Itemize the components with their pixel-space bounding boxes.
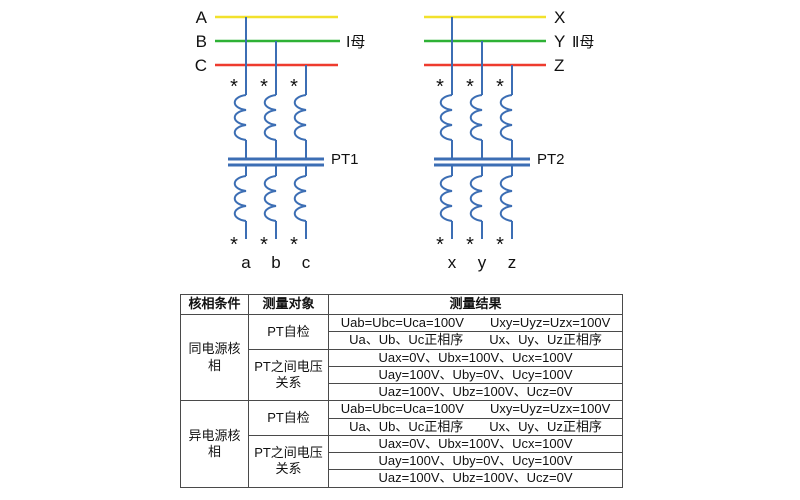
polarity-mark: * [496,234,504,256]
table-row: Uaz=100V、Ubz=100V、Ucz=0V [181,382,623,402]
pt1-label: PT1 [331,151,359,168]
table-row: Ua、Ub、Uc正相序 Ux、Uy、Uz正相序 [181,417,623,436]
table-row: PT之间电压关系 Uax=0V、Ubx=100V、Ucx=100V [181,348,623,402]
terminal-a-label: a [241,253,251,272]
primary-winding-coil [233,94,247,141]
object-cell: PT自检 [248,314,329,350]
result-cell: Uaz=100V、Ubz=100V、Ucz=0V [328,382,623,402]
primary-winding-coil [469,94,483,141]
phase-z-label: Z [554,56,564,75]
terminal-x-label: x [448,253,457,272]
result-cell: Ua、Ub、Uc正相序 Ux、Uy、Uz正相序 [328,417,623,436]
primary-winding-coil [293,94,307,141]
primary-winding-coil [439,94,453,141]
pt1-circuit [228,17,324,239]
pt2-label: PT2 [537,151,565,168]
secondary-winding-coil [469,175,483,222]
pt2-circuit [434,17,530,239]
phase-y-label: Y [554,32,565,51]
result-cell: Ua、Ub、Uc正相序 Ux、Uy、Uz正相序 [328,331,623,350]
polarity-mark: * [496,76,504,98]
table-row: PT之间电压关系 Uax=0V、Ubx=100V、Ucx=100V [181,434,623,488]
condition-cell: 同电源核相 [180,313,249,402]
bus-i-diagram: A B C Ⅰ母 [195,8,366,272]
circuit-diagram: A B C Ⅰ母 [195,8,595,272]
bus-ii-label: Ⅱ母 [572,34,594,51]
object-cell: PT之间电压关系 [248,348,329,402]
terminal-y-label: y [478,253,487,272]
secondary-winding-coil [439,175,453,222]
table-row: 异电源核相 PT自检 Uab=Ubc=Uca=100V Uxy=Uyz=Uzx=… [180,400,623,488]
secondary-winding-coil [293,175,307,222]
phase-c-label: C [195,56,207,75]
header-condition: 核相条件 [180,294,249,315]
bus-i-label: Ⅰ母 [346,34,365,51]
primary-winding-coil [499,94,513,141]
condition-cell: 异电源核相 [180,400,249,488]
result-cell: Uay=100V、Uby=0V、Ucy=100V [328,451,623,471]
polarity-mark: * [260,234,268,256]
polarity-mark: * [230,76,238,98]
result-cell: Uab=Ubc=Uca=100V Uxy=Uyz=Uzx=100V [328,400,623,419]
result-cell: Uax=0V、Ubx=100V、Ucx=100V [328,348,623,367]
measurement-table: 核相条件 测量对象 测量结果 同电源核相 PT自检 Uab=Ubc=Uca=10… [180,294,623,488]
terminal-z-label: z [508,253,517,272]
polarity-mark: * [290,76,298,98]
table-row: Uay=100V、Uby=0V、Ucy=100V [181,451,623,471]
polarity-mark: * [436,76,444,98]
measurement-table-container: 核相条件 测量对象 测量结果 同电源核相 PT自检 Uab=Ubc=Uca=10… [180,294,623,488]
header-object: 测量对象 [248,294,329,315]
table-row: 同电源核相 PT自检 Uab=Ubc=Uca=100V Uxy=Uyz=Uzx=… [180,313,623,402]
secondary-winding-coil [263,175,277,222]
secondary-winding-coil [233,175,247,222]
polarity-mark: * [260,76,268,98]
polarity-mark: * [436,234,444,256]
result-cell: Uay=100V、Uby=0V、Ucy=100V [328,365,623,385]
table-row: Uaz=100V、Ubz=100V、Ucz=0V [181,469,623,488]
phase-b-label: B [196,32,207,51]
result-cell: Uaz=100V、Ubz=100V、Ucz=0V [328,469,623,488]
result-cell: Uax=0V、Ubx=100V、Ucx=100V [328,434,623,454]
bus-ii-diagram: X Y Z Ⅱ母 [424,8,594,272]
polarity-mark: * [466,76,474,98]
polarity-mark: * [230,234,238,256]
phase-x-label: X [554,8,565,27]
object-cell: PT自检 [248,400,329,436]
table-row: Uay=100V、Uby=0V、Ucy=100V [181,365,623,385]
table-header-row: 核相条件 测量对象 测量结果 [180,294,623,315]
secondary-winding-coil [499,175,513,222]
polarity-mark: * [466,234,474,256]
polarity-mark: * [290,234,298,256]
phase-a-label: A [196,8,208,27]
terminal-c-label: c [302,253,311,272]
terminal-b-label: b [271,253,280,272]
result-cell: Uab=Ubc=Uca=100V Uxy=Uyz=Uzx=100V [328,313,623,333]
header-result: 测量结果 [328,294,623,315]
primary-winding-coil [263,94,277,141]
object-cell: PT之间电压关系 [248,434,329,488]
table-row: Ua、Ub、Uc正相序 Ux、Uy、Uz正相序 [181,331,623,350]
